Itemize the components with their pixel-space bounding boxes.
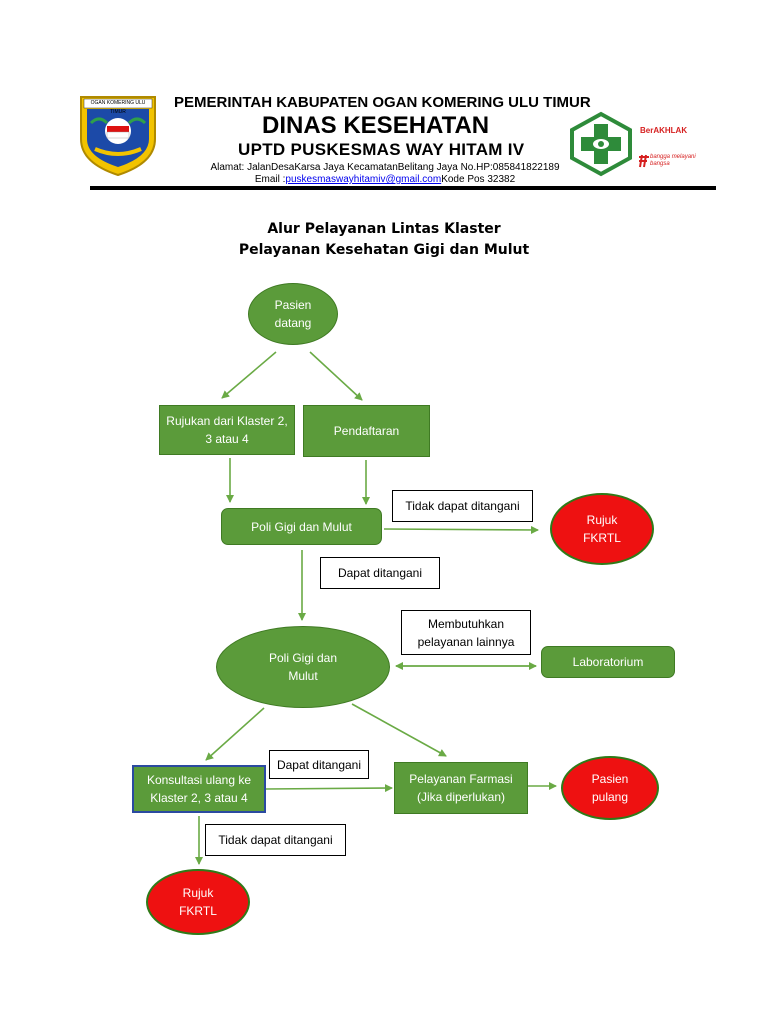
- label-dapat-1: Dapat ditangani: [320, 557, 440, 589]
- node-pasien-pulang-label: Pasien pulang: [591, 772, 629, 804]
- header-department: DINAS KESEHATAN: [262, 112, 490, 139]
- left-logo-text: OGAN KOMERING ULU TIMUR: [90, 100, 146, 115]
- arrow-poli2-farmasi: [351, 703, 447, 757]
- label-tidak-dapat-2: Tidak dapat ditangani: [205, 824, 346, 856]
- label-membutuhkan-text: Membutuhkan pelayanan lainnya: [417, 616, 515, 649]
- arrow-poli-rujuk: [383, 525, 539, 534]
- node-poli-gigi-1-label: Poli Gigi dan Mulut: [251, 519, 352, 534]
- node-rujukan-label: Rujukan dari Klaster 2, 3 atau 4: [166, 414, 288, 446]
- node-pasien-datang: Pasien datang: [248, 283, 338, 345]
- node-farmasi: Pelayanan Farmasi (Jika diperlukan): [394, 762, 528, 814]
- node-konsultasi-label: Konsultasi ulang ke Klaster 2, 3 atau 4: [146, 773, 252, 805]
- label-membutuhkan: Membutuhkan pelayanan lainnya: [401, 610, 531, 655]
- node-pasien-pulang: Pasien pulang: [561, 756, 659, 820]
- node-rujuk-fkrtl-1-label: Rujuk FKRTL: [583, 513, 621, 545]
- node-farmasi-label: Pelayanan Farmasi (Jika diperlukan): [409, 772, 513, 804]
- header-address: Alamat: JalanDesaKarsa Jaya KecamatanBel…: [210, 162, 560, 173]
- bangga-melayani-text: bangga melayani bangsa: [650, 154, 696, 167]
- arrow-pasien-rujukan: [221, 351, 277, 399]
- header-email-line: Email :puskesmaswayhitamiv@gmail.comKode…: [200, 174, 570, 185]
- email-link[interactable]: puskesmaswayhitamiv@gmail.com: [285, 174, 442, 185]
- postal-code: Kode Pos 32382: [441, 174, 516, 185]
- berakhlak-logo-text: BerAKHLAK: [640, 126, 688, 135]
- puskesmas-cross-icon: [570, 111, 632, 177]
- node-poli-gigi-2-label: Poli Gigi dan Mulut: [268, 651, 338, 683]
- node-konsultasi: Konsultasi ulang ke Klaster 2, 3 atau 4: [132, 765, 266, 813]
- diagram-title-line1: Alur Pelayanan Lintas Klaster: [267, 221, 501, 237]
- header-divider: [90, 186, 716, 190]
- node-poli-gigi-1: Poli Gigi dan Mulut: [221, 508, 382, 545]
- arrow-poli2-konsultasi: [205, 707, 265, 761]
- node-poli-gigi-2: Poli Gigi dan Mulut: [216, 626, 390, 708]
- left-logo: OGAN KOMERING ULU TIMUR: [77, 93, 159, 177]
- arrow-pasien-pendaftaran: [309, 351, 363, 401]
- node-laboratorium-label: Laboratorium: [572, 655, 644, 669]
- node-laboratorium: Laboratorium: [541, 646, 675, 678]
- label-tidak-dapat-1: Tidak dapat ditangani: [392, 490, 533, 522]
- right-logo: BerAKHLAK bangga melayani bangsa: [566, 110, 706, 178]
- node-pasien-datang-label: Pasien datang: [274, 298, 312, 330]
- label-dapat-2: Dapat ditangani: [269, 750, 369, 779]
- node-rujuk-fkrtl-2-label: Rujuk FKRTL: [179, 886, 217, 918]
- node-pendaftaran: Pendaftaran: [303, 405, 430, 457]
- email-prefix: Email :: [254, 174, 286, 185]
- node-pendaftaran-label: Pendaftaran: [333, 424, 400, 438]
- arrow-konsultasi-farmasi: [265, 784, 393, 793]
- header-puskesmas: UPTD PUSKESMAS WAY HITAM IV: [238, 140, 525, 159]
- node-rujuk-fkrtl-2: Rujuk FKRTL: [146, 869, 250, 935]
- header-government: PEMERINTAH KABUPATEN OGAN KOMERING ULU T…: [174, 94, 591, 111]
- node-rujuk-fkrtl-1: Rujuk FKRTL: [550, 493, 654, 565]
- diagram-title-line2: Pelayanan Kesehatan Gigi dan Mulut: [238, 242, 530, 258]
- node-rujukan: Rujukan dari Klaster 2, 3 atau 4: [159, 405, 295, 455]
- bangga-melayani-mark-icon: [639, 154, 649, 168]
- regency-crest-icon: [80, 96, 156, 177]
